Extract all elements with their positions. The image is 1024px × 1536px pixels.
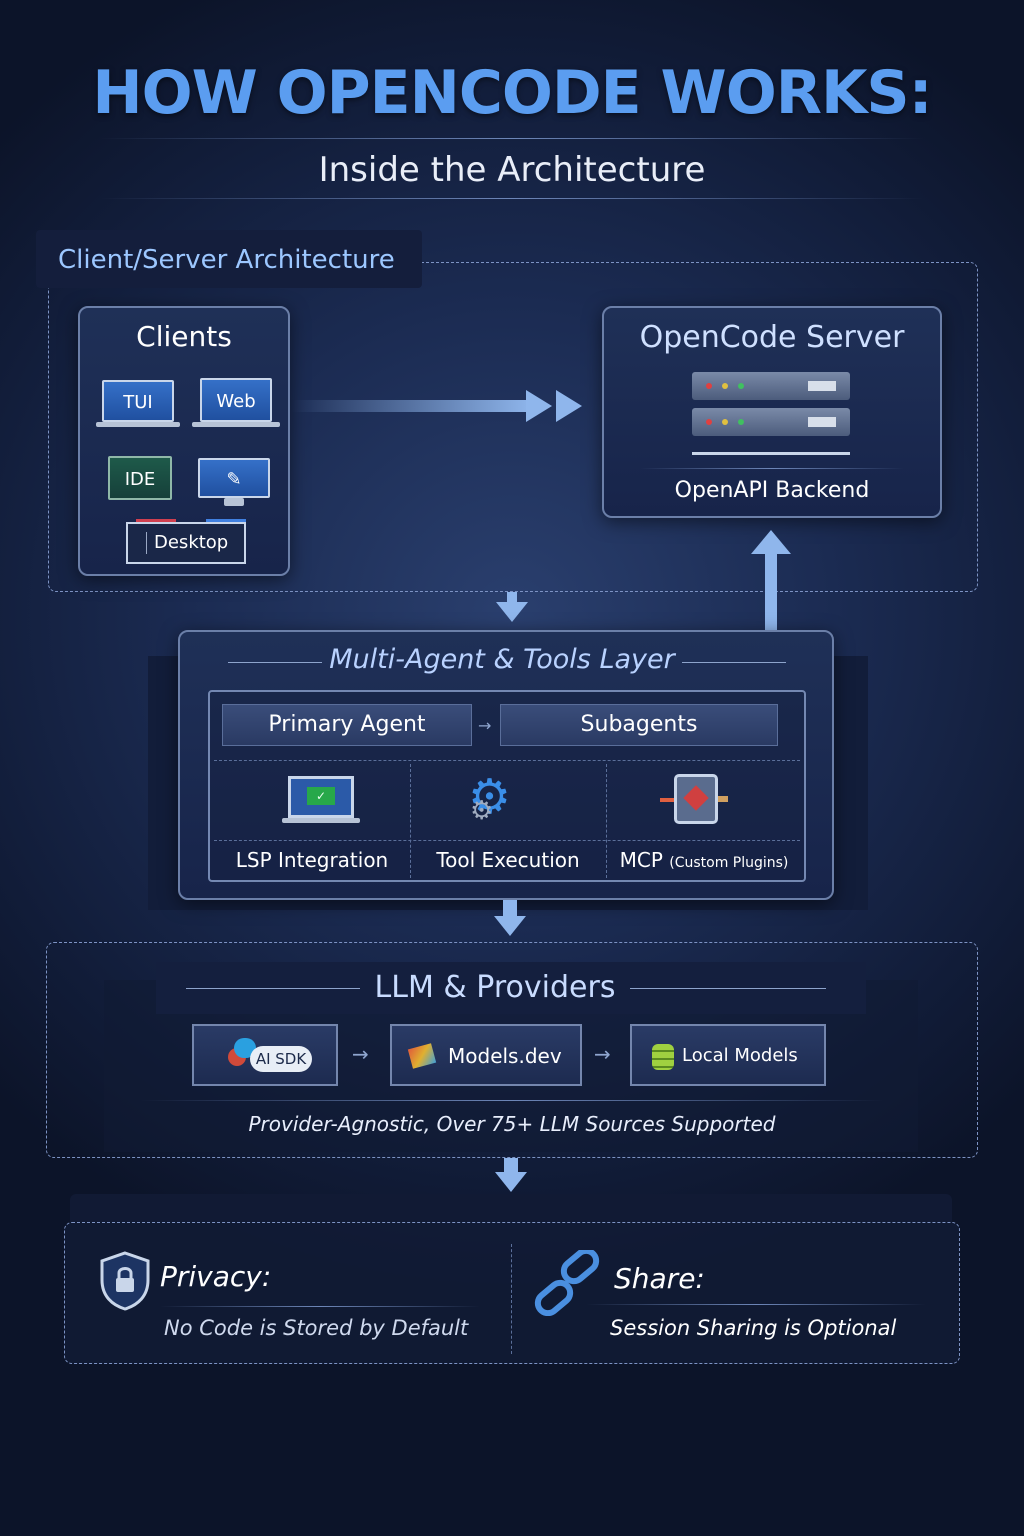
server-base-line [692,452,850,455]
down-arrow-3-shaft [504,1158,518,1172]
privacy-title: Privacy: [160,1260,272,1293]
share-text: Session Sharing is Optional [610,1316,897,1340]
monitor-client[interactable]: ✎ [198,458,270,498]
llm-section [46,942,978,1158]
server-rack-2 [692,408,850,436]
arrow-head-2 [556,390,582,422]
down-arrow-1 [496,602,528,622]
models-dev-label: Models.dev [448,1044,562,1068]
down-arrow-1-shaft [507,592,517,602]
footer-top-bar [70,1194,952,1222]
agents-divider-bottom [214,840,800,841]
provider-arrow-1: → [352,1042,369,1066]
arrow-head-1 [526,390,552,422]
down-arrow-2-shaft [503,900,517,916]
server-rack-1 [692,372,850,400]
llm-caption-divider [140,1100,884,1101]
client-server-section [48,262,978,592]
ai-sdk-label: AI SDK [250,1046,312,1072]
server-caption: OpenAPI Backend [674,478,870,503]
server-heading: OpenCode Server [639,320,905,355]
plugin-connector-right [718,796,728,802]
down-arrow-2 [494,916,526,936]
agents-layer-panel [178,630,834,900]
edit-icon: ✎ [226,469,242,490]
tui-client[interactable]: TUI [102,380,174,422]
agents-col-divider-2 [606,764,607,878]
llm-heading: LLM & Providers [374,970,616,1005]
laptop-code-icon: ✓ [288,776,354,818]
desktop-client-label: Desktop [154,532,229,553]
local-models-provider[interactable]: Local Models [630,1024,826,1086]
share-title: Share: [614,1262,705,1295]
clients-heading: Clients [136,320,232,353]
mcp-label: MCP (Custom Plugins) [606,848,802,872]
models-dev-icon [407,1043,437,1069]
laptop-base [282,818,360,823]
down-arrow-3 [495,1172,527,1192]
subtitle-divider [100,198,924,199]
gears-icon: ⚙ [468,769,512,825]
title-divider [100,138,924,139]
lsp-integration-label: LSP Integration [235,848,389,872]
subagents-button[interactable]: Subagents [500,704,778,746]
plugin-device-icon [674,774,718,824]
agents-divider-top [214,760,800,761]
agents-layer-heading: Multi-Agent & Tools Layer [329,644,675,675]
footer-panel [64,1222,960,1364]
plugin-connector-left [660,798,674,802]
desktop-sidebar-icon [134,532,147,554]
web-client[interactable]: Web [200,378,272,422]
link-icon [534,1250,600,1316]
small-gear-icon: ⚙ [470,796,494,826]
local-models-label: Local Models [682,1045,798,1066]
mcp-label-note: (Custom Plugins) [669,855,789,871]
monitor-stand [224,498,244,506]
shield-lock-icon [100,1251,150,1311]
clients-to-server-arrow [292,400,532,412]
tool-execution-label: Tool Execution [436,848,580,872]
ide-client[interactable]: IDE [108,456,172,500]
layer-to-server-shaft [765,552,777,630]
llm-rule-right [630,988,826,989]
desktop-client[interactable]: Desktop [126,522,246,564]
page-title: HOW OPENCODE WORKS: [92,58,932,128]
page-subtitle: Inside the Architecture [318,150,706,190]
models-dev-provider[interactable]: Models.dev [390,1024,582,1086]
ai-sdk-provider[interactable]: AI SDK [192,1024,338,1086]
desktop-accent-red [136,519,176,522]
share-divider [586,1304,926,1305]
agents-heading-rule-left [228,662,322,663]
privacy-text: No Code is Stored by Default [164,1316,469,1340]
footer-divider [511,1244,512,1354]
llm-caption: Provider-Agnostic, Over 75+ LLM Sources … [248,1112,776,1136]
agents-col-divider-1 [410,764,411,878]
primary-agent-button[interactable]: Primary Agent [222,704,472,746]
tui-laptop-base [96,422,180,427]
mcp-label-main: MCP [619,848,663,872]
agent-arrow-icon: → [478,716,492,735]
client-server-label: Client/Server Architecture [36,230,422,288]
desktop-accent-blue [206,519,246,522]
provider-arrow-2: → [594,1042,611,1066]
database-icon [652,1044,674,1070]
privacy-divider [160,1306,480,1307]
web-laptop-base [192,422,280,427]
agents-heading-rule-right [682,662,786,663]
server-divider [640,468,904,469]
llm-rule-left [186,988,360,989]
layer-to-server-arrowhead [751,530,791,554]
